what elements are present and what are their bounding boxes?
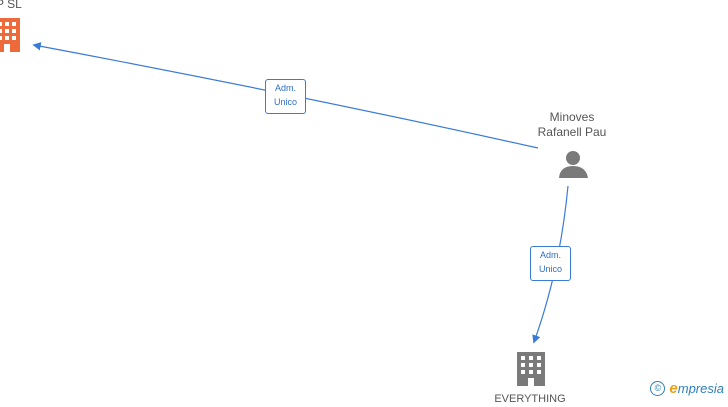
brand-logo: empresia [669,380,724,397]
edge-label-line2: Unico [273,97,297,107]
edge-label-line2: Unico [538,264,562,274]
person-label[interactable]: Minoves Rafanell Pau [530,110,614,140]
person-label-line2: Rafanell Pau [537,125,607,139]
company-label[interactable]: P SL [0,0,22,11]
building-icon[interactable] [0,18,20,52]
building-icon[interactable] [517,352,545,386]
edge-label-line1: Adm. [274,83,296,93]
watermark: © empresia [650,380,724,397]
edge-label-role[interactable]: Adm. Unico [265,79,306,114]
edge-label-line1: Adm. [539,250,561,260]
edge-label-role[interactable]: Adm. Unico [530,246,571,281]
person-label-line1: Minoves [549,110,595,124]
person-icon[interactable] [559,151,588,178]
copyright-icon: © [650,381,666,396]
